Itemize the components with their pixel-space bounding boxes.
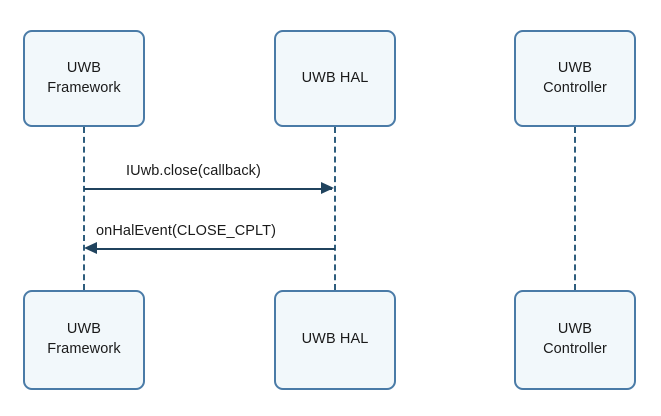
- participant-box-framework-top[interactable]: UWB Framework: [23, 30, 145, 127]
- lifeline-controller: [574, 127, 576, 290]
- message-line-iuwb-close: [84, 188, 332, 190]
- participant-box-controller-top[interactable]: UWB Controller: [514, 30, 636, 127]
- message-label-iuwb-close: IUwb.close(callback): [126, 163, 261, 179]
- arrowhead-left-icon: [84, 242, 97, 254]
- participant-label-hal-top: UWB HAL: [301, 69, 369, 86]
- arrowhead-right-icon: [321, 182, 334, 194]
- participant-box-framework-bottom[interactable]: UWB Framework: [23, 290, 145, 390]
- participant-label-framework-bottom: UWB Framework: [47, 321, 121, 357]
- participant-label-hal-bottom: UWB HAL: [301, 331, 369, 348]
- participant-label-framework-top: UWB Framework: [47, 59, 121, 96]
- participant-box-controller-bottom[interactable]: UWB Controller: [514, 290, 636, 390]
- participant-box-hal-bottom[interactable]: UWB HAL: [274, 290, 396, 390]
- participant-box-hal-top[interactable]: UWB HAL: [274, 30, 396, 127]
- lifeline-hal: [334, 127, 336, 290]
- participant-label-controller-bottom: UWB Controller: [543, 321, 607, 357]
- participant-label-controller-top: UWB Controller: [543, 59, 607, 96]
- lifeline-framework: [83, 127, 85, 290]
- message-line-onhalevent-close-cplt: [97, 248, 335, 250]
- message-label-onhalevent-close-cplt: onHalEvent(CLOSE_CPLT): [96, 223, 277, 239]
